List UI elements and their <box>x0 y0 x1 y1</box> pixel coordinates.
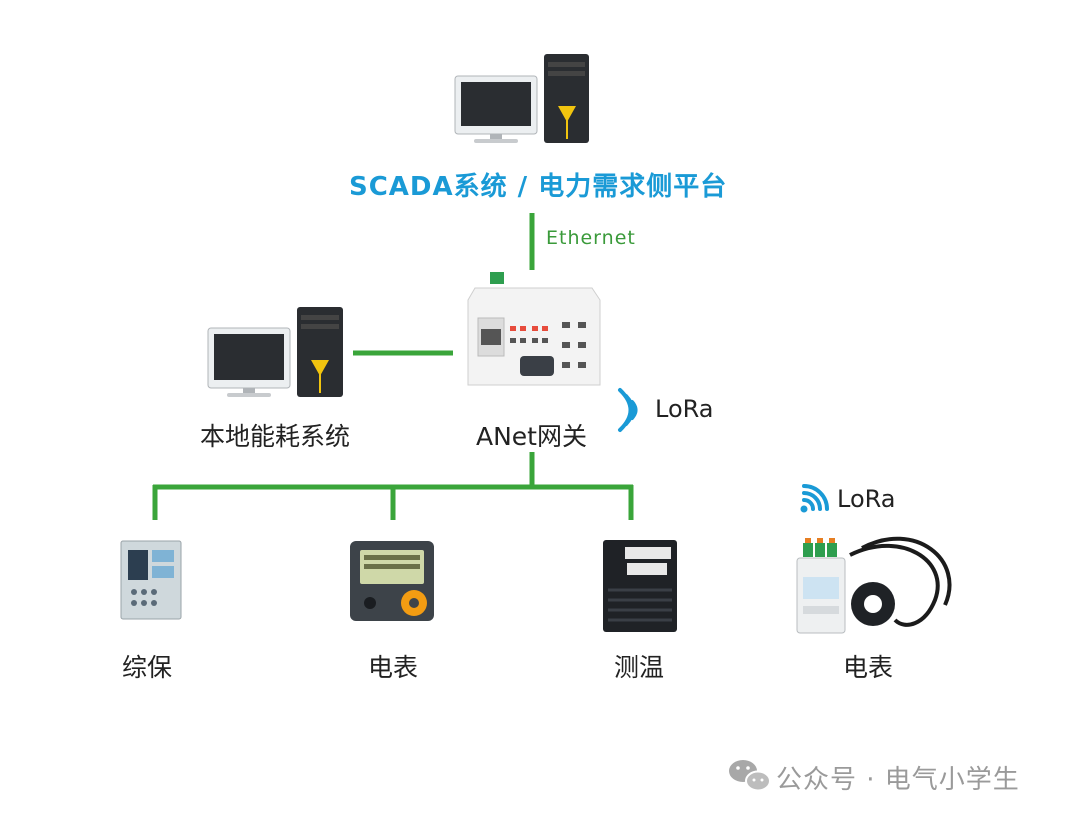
footer-watermark: 公众号 · 电气小学生 <box>776 765 1020 795</box>
gateway-label: ANet网关 <box>476 422 587 451</box>
local-system-label: 本地能耗系统 <box>200 422 351 451</box>
lora-meter-label: LoRa <box>837 485 896 513</box>
meter-label: 电表 <box>368 653 419 682</box>
local-computer-icon <box>207 307 343 397</box>
temperature-module-icon <box>603 540 677 632</box>
wifi-signal-icon <box>618 388 638 432</box>
connection-lines <box>152 213 634 520</box>
platform-computer-icon <box>454 54 589 143</box>
ethernet-label: Ethernet <box>546 227 636 249</box>
power-meter-icon <box>350 541 434 621</box>
protection-label: 综保 <box>122 653 173 682</box>
temperature-label: 测温 <box>614 653 665 682</box>
wireless-meter-icon <box>796 536 952 634</box>
gateway-device-icon <box>467 272 601 386</box>
platform-label: SCADA系统 / 电力需求侧平台 <box>349 172 728 202</box>
wifi-signal-icon <box>800 484 829 513</box>
wechat-icon <box>729 760 771 792</box>
lora-gateway-label: LoRa <box>655 395 714 423</box>
protection-relay-icon <box>120 540 182 620</box>
wireless-meter-label: 电表 <box>843 653 894 682</box>
